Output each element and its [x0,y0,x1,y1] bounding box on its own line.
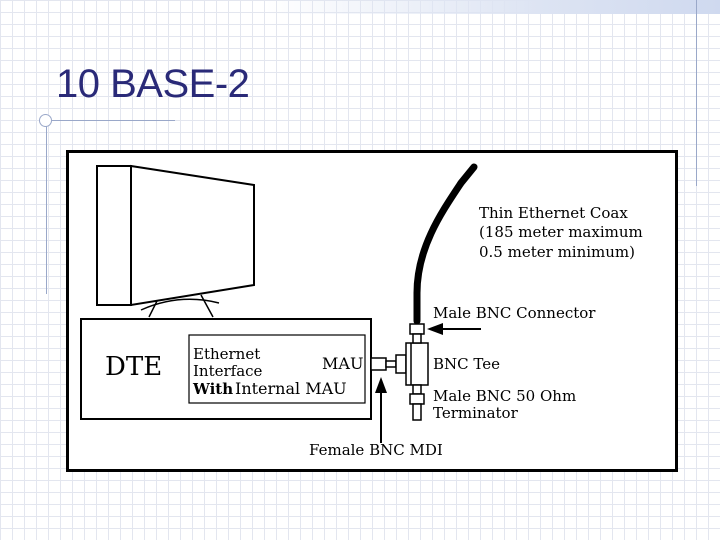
interface-line-4: Internal MAU [235,379,347,398]
dte-label: DTE [105,352,162,382]
terminator [409,384,425,421]
interface-card [188,334,366,404]
thin-coax-cable [413,163,478,325]
title-bullet-circle [39,114,52,127]
diagram-figure: DTE Ethernet Interface With Internal MAU… [66,150,678,472]
coax-label-line-3: 0.5 meter minimum) [479,243,635,261]
male-bnc-connector [409,323,425,344]
network-diagram: DTE Ethernet Interface With Internal MAU… [80,163,643,459]
female-bnc-mdi-port [370,357,397,371]
interface-line-1: Ethernet [193,345,260,363]
left-decoration-rule [46,122,47,294]
interface-line-2: Interface [193,362,263,380]
coax-label-line-1: Thin Ethernet Coax [479,204,628,222]
right-decoration-rule [696,0,697,186]
male-bnc-connector-label: Male BNC Connector [433,304,596,322]
terminator-label-line-2: Terminator [433,404,519,422]
coax-label-line-2: (185 meter maximum [479,223,643,241]
bnc-tee-label: BNC Tee [433,355,500,373]
female-bnc-mdi-label: Female BNC MDI [309,441,443,459]
arrow-to-mdi [375,377,387,443]
title-underline [40,120,175,121]
top-decoration-bar [265,0,720,14]
interface-line-3: With [192,380,233,398]
bnc-tee [395,342,429,386]
arrow-to-connector [427,323,481,335]
monitor-icon [96,164,255,318]
slide-title: 10 BASE-2 [56,62,250,106]
terminator-label-line-1: Male BNC 50 Ohm [433,387,576,405]
mau-label: MAU [322,354,363,373]
